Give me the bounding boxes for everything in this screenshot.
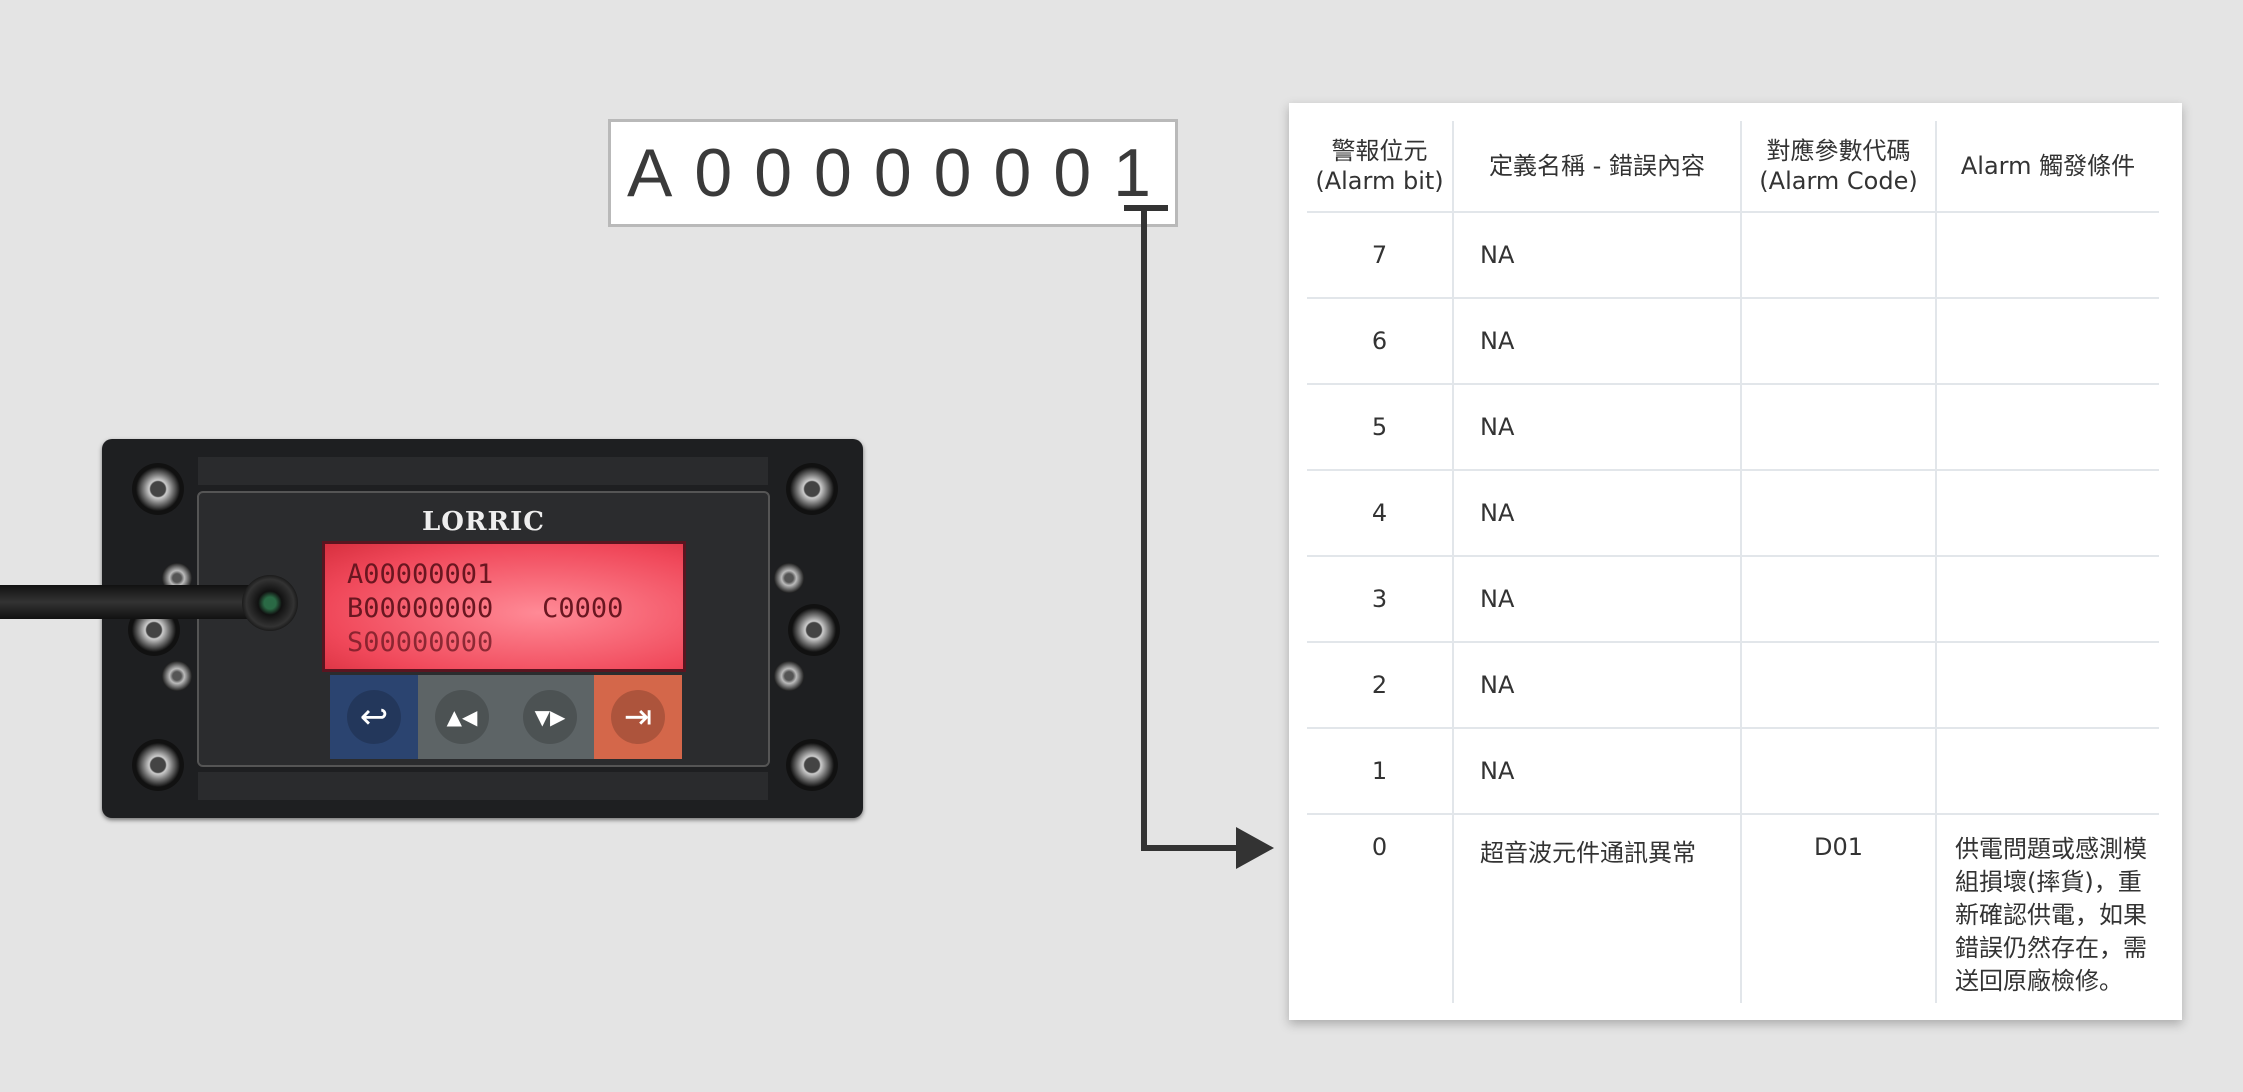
header-name: 定義名稱 - 錯誤內容 bbox=[1452, 121, 1741, 213]
brand-logo: LORRIC bbox=[422, 507, 545, 537]
connector-line bbox=[1141, 845, 1243, 851]
enter-icon: ⇥ bbox=[611, 690, 665, 744]
cell-name: NA bbox=[1452, 556, 1741, 643]
cell-code bbox=[1740, 642, 1936, 729]
bottom-rail bbox=[198, 772, 768, 800]
cell-condition bbox=[1935, 556, 2159, 643]
table-header-row: 警報位元 (Alarm bit) 定義名稱 - 錯誤內容 對應參數代碼 (Ala… bbox=[1307, 121, 2159, 213]
cell-code bbox=[1740, 384, 1936, 471]
cell-name: NA bbox=[1452, 298, 1741, 385]
cell-condition bbox=[1935, 212, 2159, 299]
cell-name: NA bbox=[1452, 384, 1741, 471]
screw-icon bbox=[786, 739, 838, 791]
small-screw-icon bbox=[162, 661, 192, 691]
cell-code bbox=[1740, 212, 1936, 299]
keypad: ↩ ▲◀ ▼▶ ⇥ bbox=[330, 675, 682, 759]
cell-code bbox=[1740, 556, 1936, 643]
cell-bit: 4 bbox=[1307, 470, 1453, 557]
cell-bit: 3 bbox=[1307, 556, 1453, 643]
down-right-arrows-icon: ▼▶ bbox=[523, 690, 577, 744]
cell-name: NA bbox=[1452, 470, 1741, 557]
cell-condition bbox=[1935, 384, 2159, 471]
back-button[interactable]: ↩ bbox=[330, 675, 418, 759]
cell-code bbox=[1740, 470, 1936, 557]
cell-condition bbox=[1935, 298, 2159, 385]
screw-icon bbox=[786, 463, 838, 515]
cell-name: NA bbox=[1452, 728, 1741, 815]
cell-bit: 1 bbox=[1307, 728, 1453, 815]
connector-line bbox=[1141, 207, 1147, 851]
cable-grommet bbox=[242, 575, 298, 631]
small-screw-icon bbox=[774, 563, 804, 593]
cell-code bbox=[1740, 728, 1936, 815]
arrow-right-icon bbox=[1236, 827, 1274, 869]
cell-code bbox=[1740, 298, 1936, 385]
enter-button[interactable]: ⇥ bbox=[594, 675, 682, 759]
header-alarm-code: 對應參數代碼 (Alarm Code) bbox=[1740, 121, 1936, 213]
cell-bit: 5 bbox=[1307, 384, 1453, 471]
header-alarm-bit: 警報位元 (Alarm bit) bbox=[1307, 121, 1453, 213]
cell-condition bbox=[1935, 470, 2159, 557]
top-rail bbox=[198, 457, 768, 485]
cable bbox=[0, 585, 280, 619]
alarm-code-callout: A00000001 bbox=[608, 119, 1178, 227]
cell-bit: 7 bbox=[1307, 212, 1453, 299]
lcd-line: A00000001 bbox=[347, 559, 494, 590]
screw-icon bbox=[132, 739, 184, 791]
lcd-line: B00000000 C0000 bbox=[347, 593, 624, 624]
cell-bit: 0 bbox=[1371, 833, 1388, 861]
screw-icon bbox=[132, 463, 184, 515]
up-left-button[interactable]: ▲◀ bbox=[418, 675, 506, 759]
cell-name: NA bbox=[1452, 212, 1741, 299]
cell-condition: 供電問題或感測模組損壞(摔貨)，重新確認供電，如果錯誤仍然存在，需送回原廠檢修。 bbox=[1935, 814, 2159, 1003]
cell-condition bbox=[1935, 728, 2159, 815]
cell-bit: 2 bbox=[1307, 642, 1453, 729]
cell-name: 超音波元件通訊異常 bbox=[1452, 814, 1741, 1003]
alarm-table: 警報位元 (Alarm bit) 定義名稱 - 錯誤內容 對應參數代碼 (Ala… bbox=[1307, 121, 2159, 1003]
lcd-line: S00000000 bbox=[347, 627, 494, 658]
alarm-table-card: 警報位元 (Alarm bit) 定義名稱 - 錯誤內容 對應參數代碼 (Ala… bbox=[1289, 103, 2182, 1020]
up-left-arrows-icon: ▲◀ bbox=[435, 690, 489, 744]
cell-name: NA bbox=[1452, 642, 1741, 729]
header-condition: Alarm 觸發條件 bbox=[1935, 121, 2159, 213]
cell-code: D01 bbox=[1740, 814, 1936, 1003]
small-screw-icon bbox=[774, 661, 804, 691]
screw-icon bbox=[788, 604, 840, 656]
return-icon: ↩ bbox=[347, 690, 401, 744]
cell-condition bbox=[1935, 642, 2159, 729]
cell-bit: 6 bbox=[1307, 298, 1453, 385]
down-right-button[interactable]: ▼▶ bbox=[506, 675, 594, 759]
